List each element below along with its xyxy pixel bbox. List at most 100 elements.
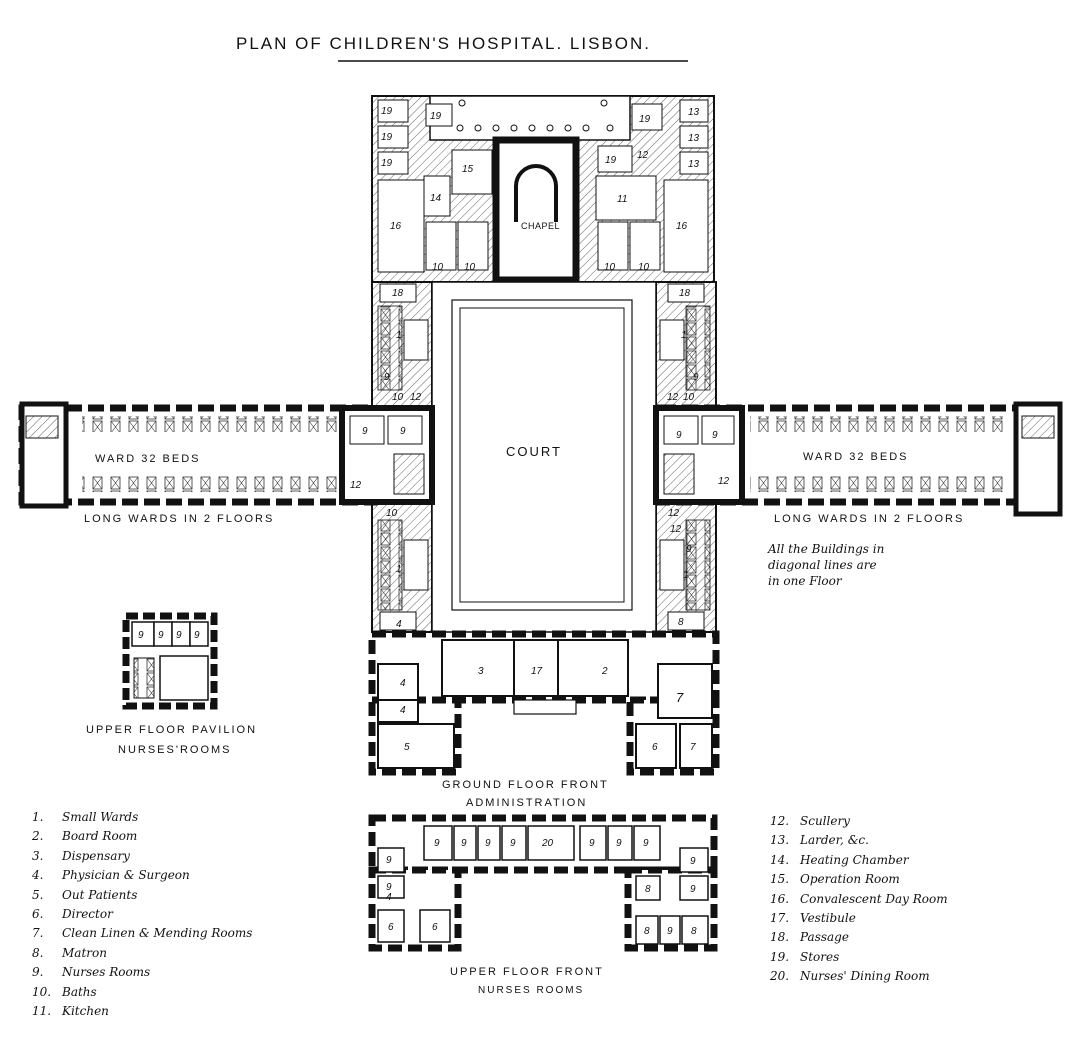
legend-item: 17.Vestibule: [770, 909, 948, 928]
room-number: 7: [676, 690, 684, 705]
court: [431, 281, 657, 633]
room-number: 8: [644, 926, 650, 937]
legend-text: Kitchen: [62, 1004, 109, 1019]
legend-number: 12.: [770, 814, 790, 828]
room-number: 19: [639, 114, 651, 125]
page-title: PLAN OF CHILDREN'S HOSPITAL. LISBON.: [236, 34, 652, 53]
room-number: 13: [688, 133, 700, 144]
legend-text: Board Room: [62, 829, 138, 844]
legend-text: Physician & Surgeon: [62, 868, 190, 883]
room-number: 1: [396, 564, 402, 575]
legend-item: 18. Passage: [770, 928, 948, 947]
room-number: 19: [605, 155, 617, 166]
legend-item: 20. Nurses' Dining Room: [770, 967, 948, 986]
room-number: 1: [681, 330, 687, 341]
ground-front-caption-2: ADMINISTRATION: [466, 797, 588, 809]
upper-floor-pavilion: [122, 612, 218, 710]
legend-text: Scullery: [800, 814, 850, 828]
legend-text: Passage: [800, 930, 849, 945]
room-number: 10: [386, 508, 398, 519]
room-number: 11: [617, 194, 627, 205]
legend-number: 3.: [32, 848, 44, 863]
legend-item: 14.Heating Chamber: [770, 851, 948, 870]
room-number: 9: [485, 838, 491, 849]
room-number: 19: [430, 111, 442, 122]
room-number: 9: [616, 838, 622, 849]
legend-item: 3.Dispensary: [32, 847, 252, 866]
room-number: 8: [645, 884, 651, 895]
legend-item: 6. Director: [32, 905, 252, 924]
legend-text: Director: [62, 907, 113, 922]
note-line: All the Buildings in: [768, 542, 885, 556]
legend-number: 4.: [32, 868, 44, 883]
room-number: 10: [392, 392, 404, 403]
legend-number: 18.: [770, 930, 790, 945]
room-number: 9: [690, 884, 696, 895]
legend-number: 13.: [770, 833, 790, 848]
room-number: 12: [350, 480, 362, 491]
room-number: 12: [410, 392, 422, 403]
upper-front-caption-2: NURSES ROOMS: [478, 985, 585, 996]
room-number: 9: [690, 856, 696, 867]
room-number: 12: [718, 476, 730, 487]
room-number: 1: [396, 330, 402, 341]
room-number: 10: [432, 262, 444, 273]
room-number: 9: [589, 838, 595, 849]
legend-number: 6.: [32, 907, 44, 922]
room-number: 9: [510, 838, 516, 849]
room-number: 19: [381, 158, 393, 169]
room-number: 12: [670, 524, 682, 535]
north-wing: [371, 95, 715, 284]
pavilion-caption-2: NURSES'ROOMS: [118, 744, 232, 756]
room-number: 10: [604, 262, 616, 273]
court-label: COURT: [506, 444, 562, 459]
chapel-label: CHAPEL: [521, 221, 560, 231]
legend-text: Out Patients: [62, 887, 138, 902]
room-number: 4: [400, 705, 406, 716]
legend-number: 2.: [32, 829, 44, 844]
legend-number: 17.: [770, 911, 790, 926]
room-number: 13: [688, 107, 700, 118]
legend-text: Convalescent Day Room: [800, 891, 948, 906]
legend-number: 8.: [32, 945, 44, 960]
note-line: in one Floor: [768, 574, 842, 588]
room-number: 1: [683, 570, 689, 581]
legend-text: Clean Linen & Mending Rooms: [62, 926, 253, 941]
room-number: 20: [541, 838, 554, 849]
long-ward-left: [18, 401, 435, 509]
legend-item: 12. Scullery: [770, 812, 948, 831]
legend-number: 9.: [32, 965, 44, 980]
legend-number: 7.: [32, 926, 44, 941]
room-number: 9: [461, 838, 467, 849]
legend-item: 9.Nurses Rooms: [32, 963, 252, 982]
legend-number: 11.: [32, 1004, 52, 1019]
legend-number: 16.: [770, 891, 790, 906]
room-number: 18: [392, 288, 404, 299]
legend-text: Larder, &c.: [800, 833, 869, 848]
legend-number: 19.: [770, 949, 790, 964]
room-number: 19: [381, 132, 393, 143]
room-number: 9: [138, 630, 144, 641]
note-line: diagonal lines are: [768, 558, 877, 572]
legend-left: 1.Small Wards 2.Board Room 3.Dispensary …: [32, 808, 252, 1021]
room-number: 9: [693, 372, 699, 383]
upper-floor-front: [368, 814, 718, 952]
pavilion-caption-1: UPPER FLOOR PAVILION: [86, 724, 258, 736]
legend-text: Operation Room: [800, 872, 900, 887]
legend-number: 20.: [770, 969, 790, 984]
room-number: 13: [688, 159, 700, 170]
room-number: 9: [362, 426, 368, 437]
legend-text: Stores: [800, 949, 840, 964]
legend-text: Nurses' Dining Room: [800, 969, 930, 984]
room-number: 8: [691, 926, 697, 937]
legend-number: 5.: [32, 887, 44, 902]
room-number: 9: [158, 630, 164, 641]
chapel: [492, 136, 580, 284]
room-number: 9: [712, 430, 718, 441]
room-number: 6: [388, 922, 394, 933]
room-number: 9: [643, 838, 649, 849]
room-number: 12: [668, 508, 680, 519]
legend-item: 8.Matron: [32, 944, 252, 963]
room-number: 16: [676, 221, 688, 232]
colonnade: [456, 99, 614, 132]
